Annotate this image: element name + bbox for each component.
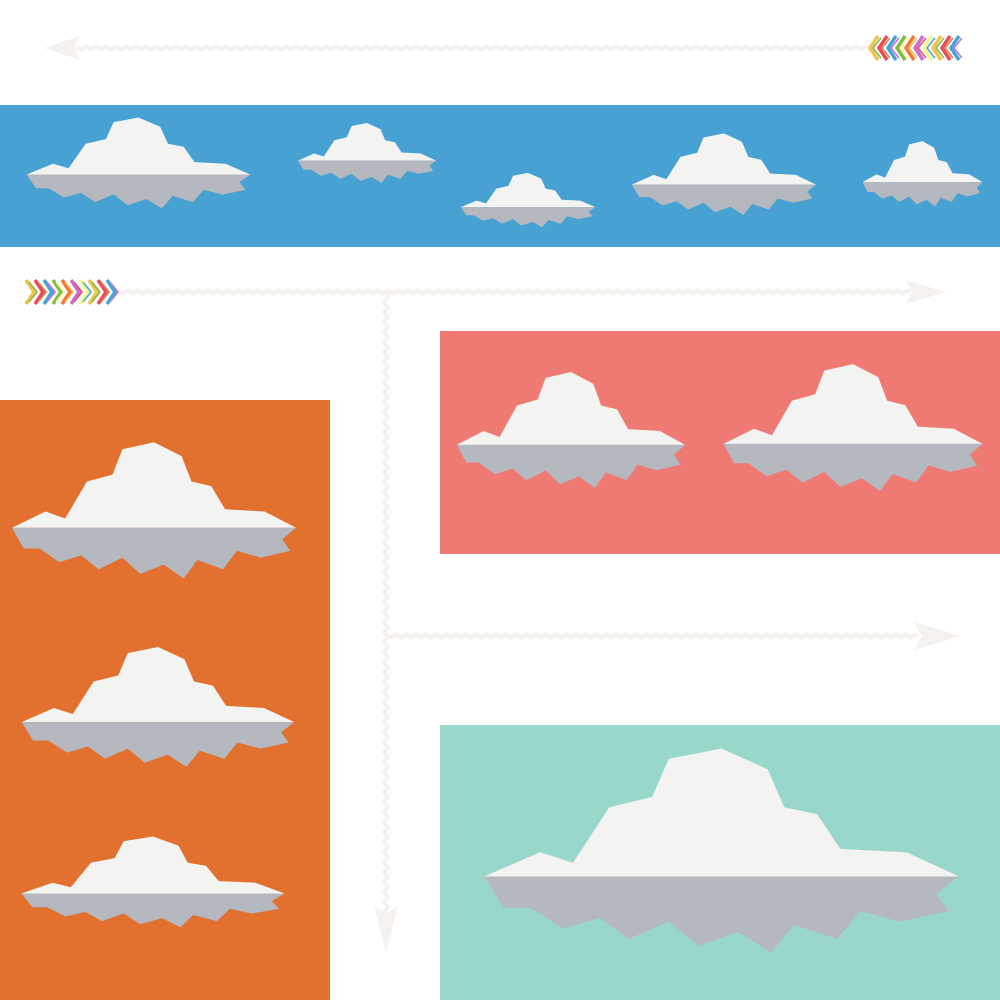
fletching-chevron: [73, 281, 83, 303]
fletching-chevron: [872, 37, 882, 59]
fletching-chevron: [867, 35, 880, 61]
fletching-chevron: [939, 35, 952, 61]
cloud-icon: [862, 141, 983, 207]
fletching-chevron: [46, 281, 56, 303]
fletching-chevron: [948, 35, 961, 61]
fletching-chevron: [894, 35, 907, 61]
fletching-chevron: [917, 37, 927, 59]
cloud-icon: [21, 647, 295, 767]
fletching-chevron: [82, 281, 92, 303]
fletching-chevron: [91, 281, 101, 303]
fletching-chevron: [109, 281, 119, 303]
fletching-chevron: [944, 37, 954, 59]
arrow-down-icon: [374, 291, 398, 952]
fletching-chevron: [28, 281, 38, 303]
cloud-icon: [631, 133, 817, 216]
arrow-right-icon: [24, 279, 946, 305]
cloud-icon: [723, 364, 983, 492]
cloud-icon: [460, 172, 596, 228]
fletching-chevron: [33, 279, 46, 305]
fletching-chevron: [24, 279, 37, 305]
fletching-chevron: [37, 281, 47, 303]
fletching-chevron: [885, 35, 898, 61]
arrow-left-icon: [44, 35, 963, 61]
fletching-chevron: [921, 35, 934, 61]
fletching-chevron: [876, 35, 889, 61]
fletching-chevron: [87, 279, 100, 305]
cloud-icon: [456, 371, 686, 489]
fletching-chevron: [930, 35, 943, 61]
fletching-chevron: [55, 281, 65, 303]
fletching-chevron: [908, 37, 918, 59]
fletching-chevron: [890, 37, 900, 59]
fletching-chevron: [105, 279, 118, 305]
fletching-chevron: [899, 37, 909, 59]
arrow-fletching: [24, 279, 119, 305]
fletching-chevron: [912, 35, 925, 61]
arrow-fletching: [867, 35, 963, 61]
fletching-chevron: [903, 35, 916, 61]
arrow-right-icon: [385, 622, 960, 650]
cloud-icon: [297, 123, 437, 183]
fletching-chevron: [60, 279, 73, 305]
cloud-icon: [26, 117, 251, 209]
fletching-chevron: [64, 281, 74, 303]
fletching-chevron: [96, 279, 109, 305]
fletching-chevron: [51, 279, 64, 305]
fletching-chevron: [935, 37, 945, 59]
cloud-icon: [21, 836, 285, 928]
fletching-chevron: [69, 279, 82, 305]
fletching-chevron: [78, 279, 91, 305]
fletching-chevron: [881, 37, 891, 59]
cloud-icon: [483, 748, 960, 953]
cloud-icon: [11, 442, 297, 579]
fletching-chevron: [926, 37, 936, 59]
fletching-chevron: [42, 279, 55, 305]
fletching-chevron: [100, 281, 110, 303]
fletching-chevron: [953, 37, 963, 59]
